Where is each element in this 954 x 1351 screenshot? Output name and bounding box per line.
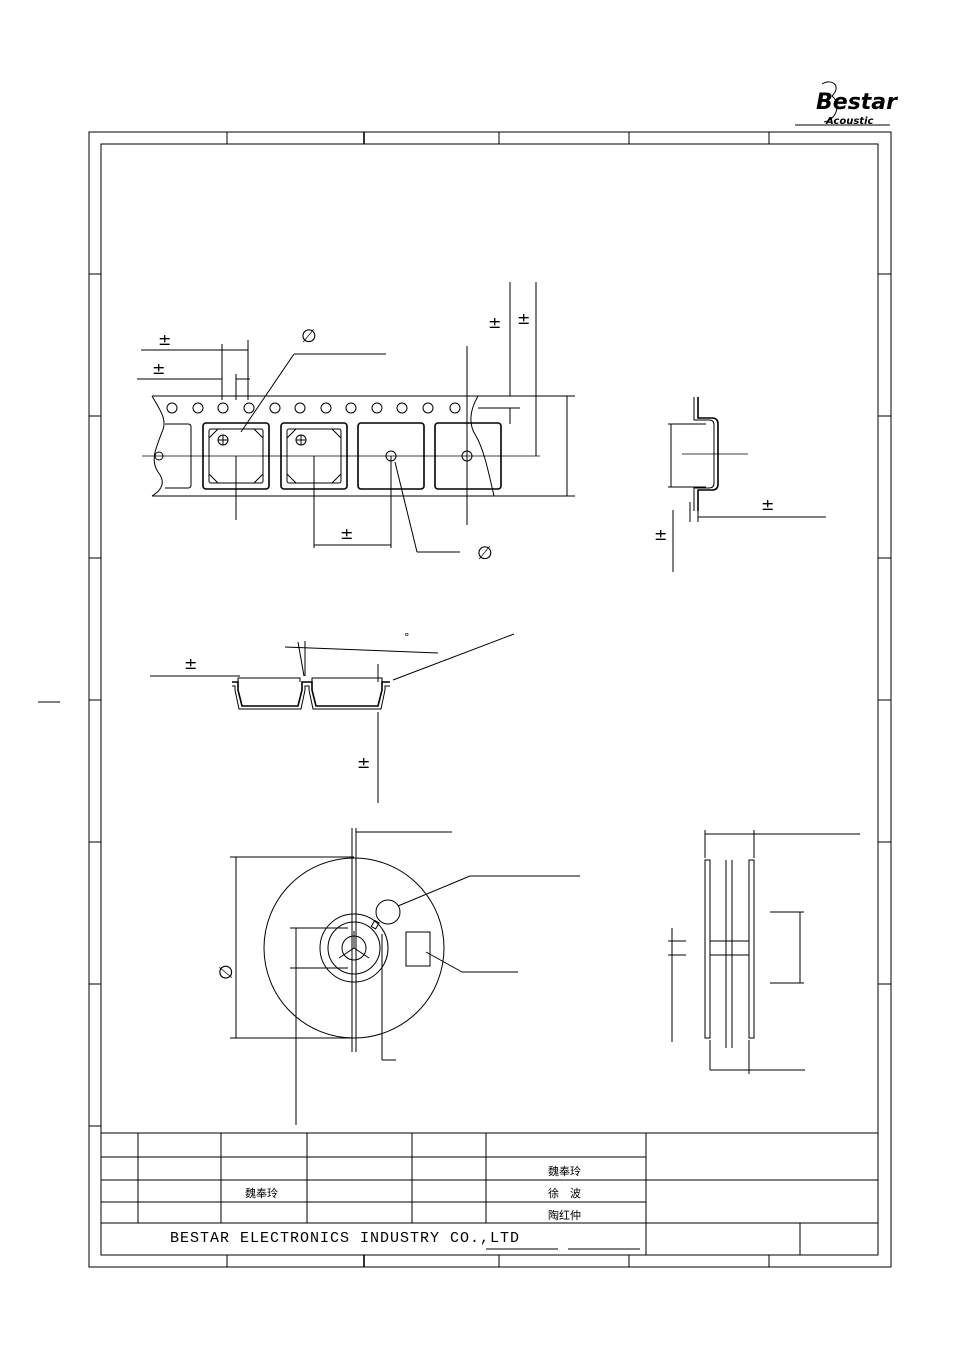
diameter-symbol: ∅ xyxy=(301,326,317,347)
company-name: BESTAR ELECTRONICS INDUSTRY CO.,LTD xyxy=(170,1230,520,1247)
tolerance-symbol: ± xyxy=(340,524,353,543)
carrier-tape-side-view: ± ± xyxy=(654,397,826,572)
name-cell: 魏奉玲 xyxy=(245,1186,278,1200)
tolerance-symbol: ± xyxy=(761,495,774,514)
name-cell: 徐 波 xyxy=(548,1186,581,1200)
diameter-symbol: ∅ xyxy=(216,964,237,980)
degree-symbol: ° xyxy=(404,631,410,644)
diameter-symbol: ∅ xyxy=(477,543,493,564)
carrier-tape-top-view: ± ± ∅ ± ∅ ± ± xyxy=(137,282,575,564)
tolerance-symbol: ± xyxy=(517,309,530,328)
tolerance-symbol: ± xyxy=(184,654,197,673)
tolerance-symbol: ± xyxy=(152,359,165,378)
logo-subtitle: Acoustic xyxy=(825,116,874,127)
reel-front-view: ∅ xyxy=(216,828,580,1125)
bestar-logo: Bestar Acoustic xyxy=(795,81,898,127)
pocket-cross-section: ± ° ± xyxy=(150,631,515,803)
tolerance-symbol: ± xyxy=(488,313,501,332)
name-cell: 魏奉玲 xyxy=(548,1164,581,1178)
logo-brand: Bestar xyxy=(816,90,898,115)
reel-side-view xyxy=(668,830,860,1074)
name-cell: 陶红仲 xyxy=(548,1208,581,1222)
drawing-frame xyxy=(38,131,892,1268)
sprocket-holes xyxy=(166,402,461,414)
title-block: 魏奉玲 魏奉玲 徐 波 陶红仲 BESTAR ELECTRONICS INDUS… xyxy=(101,1132,878,1255)
tolerance-symbol: ± xyxy=(654,525,667,544)
tolerance-symbol: ± xyxy=(357,753,370,772)
tolerance-symbol: ± xyxy=(158,330,171,349)
